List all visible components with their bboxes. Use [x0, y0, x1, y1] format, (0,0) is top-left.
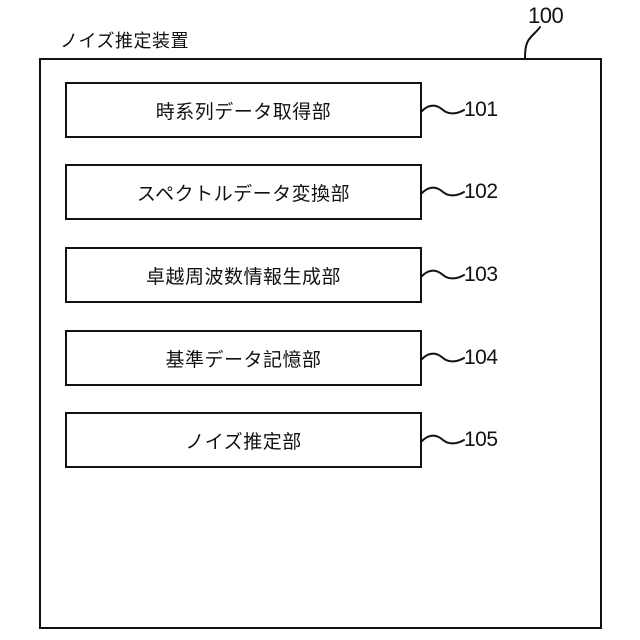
tilde-connector-101: [421, 104, 465, 115]
block-reference-101: 101: [464, 98, 498, 121]
tilde-connector-102: [421, 186, 465, 197]
block-time-series-acquisition: 時系列データ取得部: [65, 82, 422, 138]
block-dominant-frequency-generation: 卓越周波数情報生成部: [65, 247, 422, 303]
block-reference-102: 102: [464, 180, 498, 203]
block-reference-103: 103: [464, 263, 498, 286]
tilde-connector-105: [421, 434, 465, 445]
device-label: ノイズ推定装置: [60, 31, 189, 51]
tilde-connector-104: [421, 352, 465, 363]
device-outline: [39, 58, 602, 629]
block-reference-105: 105: [464, 428, 498, 451]
tilde-connector-103: [421, 269, 465, 280]
block-reference-data-storage: 基準データ記憶部: [65, 330, 422, 386]
block-reference-104: 104: [464, 346, 498, 369]
block-noise-estimation: ノイズ推定部: [65, 412, 422, 468]
device-reference-number: 100: [528, 3, 564, 28]
reference-leader-line: [524, 26, 541, 59]
block-spectrum-conversion: スペクトルデータ変換部: [65, 164, 422, 220]
